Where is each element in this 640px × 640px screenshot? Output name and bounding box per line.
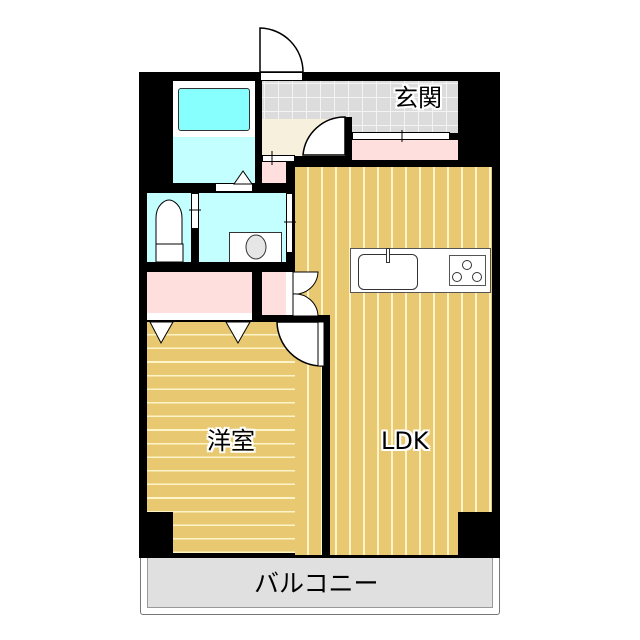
bathroom-threshold xyxy=(216,184,252,191)
closet-western-rail xyxy=(147,313,252,320)
washroom-door xyxy=(286,193,293,253)
hall-wall-block xyxy=(345,117,352,160)
hall-storage xyxy=(262,162,286,183)
hall-door-swing-icon xyxy=(302,116,346,156)
balcony xyxy=(147,558,493,608)
closet-door-marker-icon xyxy=(225,321,251,345)
western-room-corner-column xyxy=(139,512,173,558)
bath-door-marker-icon xyxy=(233,170,253,185)
closet-hall-door xyxy=(286,272,293,315)
washbasin-bowl-icon xyxy=(245,234,267,260)
closet-western xyxy=(147,272,252,313)
entrance-label: 玄関 xyxy=(394,84,442,112)
ldk-label: LDK xyxy=(381,427,429,455)
balcony-label: バルコニー xyxy=(254,569,379,598)
ldk-wall-west-lower xyxy=(322,315,330,558)
entrance-door-swing-icon xyxy=(259,27,304,73)
closet-hall xyxy=(262,272,286,315)
ldk-corner-column xyxy=(458,512,500,558)
closet-door-swing-icon xyxy=(292,271,319,295)
hall-threshold xyxy=(262,155,295,162)
western-door-swing-icon xyxy=(276,321,323,367)
closet-door-marker-icon xyxy=(149,321,174,345)
bathtub-icon xyxy=(178,88,250,131)
western-room-label: 洋室 xyxy=(207,427,255,455)
ldk-wall-west-upper xyxy=(286,262,295,272)
western-room xyxy=(147,322,322,553)
shoe-cabinet-rail xyxy=(352,132,450,140)
toilet-door xyxy=(191,193,199,229)
shoe-cabinet xyxy=(352,140,458,160)
toilet-icon xyxy=(155,199,183,246)
faucet-icon xyxy=(386,248,390,263)
hall-wall-horizontal xyxy=(252,315,330,322)
